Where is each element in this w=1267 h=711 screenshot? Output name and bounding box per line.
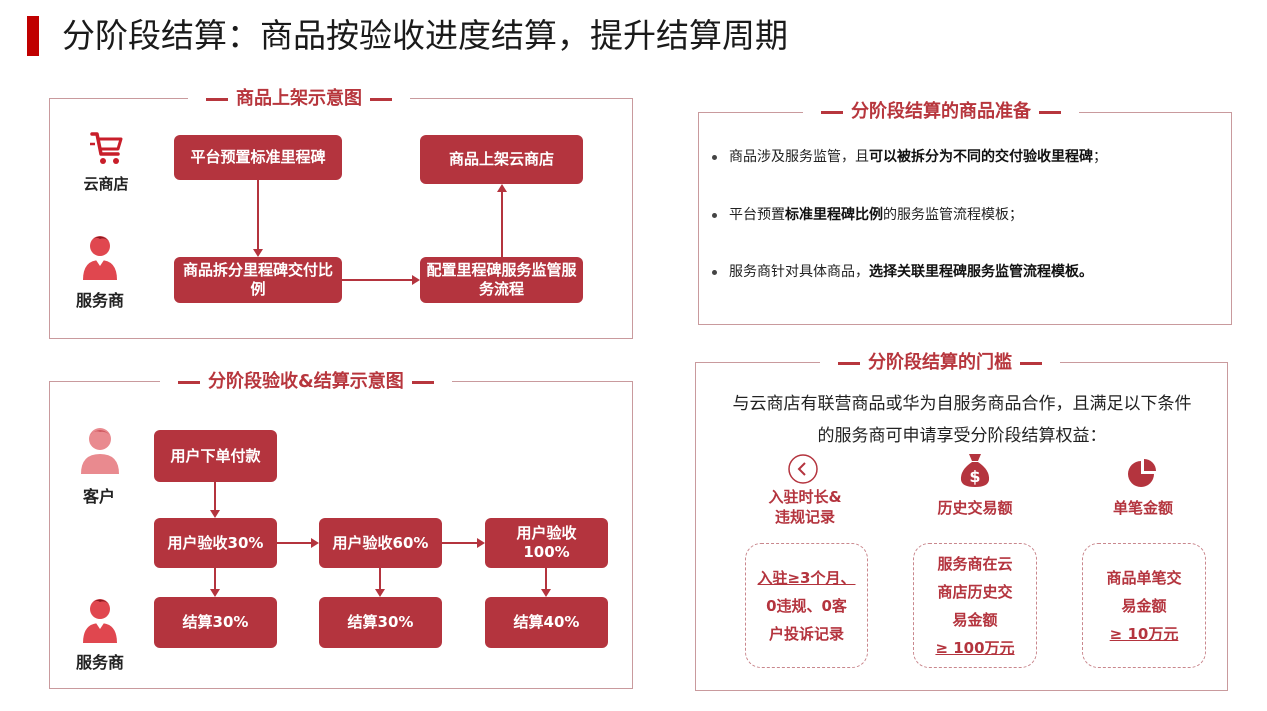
arrow-head [210,589,220,597]
arrow-head [541,589,551,597]
chevron-left-circle-icon [787,453,819,485]
list-product-box: 商品上架云商店 [420,135,583,184]
arrow-line [501,192,503,257]
threshold-panel-title: 分阶段结算的门槛 [820,352,1060,374]
config-milestone-box: 配置里程碑服务监管服务流程 [420,257,583,303]
actor-label-customer: 客户 [82,487,115,506]
pie-chart-icon [1127,458,1157,488]
arrow-head [253,249,263,257]
preset-milestone-box: 平台预置标准里程碑 [174,135,342,180]
arrow-line [277,542,311,544]
bullet-item: 服务商针对具体商品，选择关联里程碑服务监管流程模板。 [712,262,1093,282]
criterion-card-single: 商品单笔交 易金额 ≥ 10万元 [1082,543,1206,668]
listing-panel-title: 商品上架示意图 [188,88,410,110]
arrow-line [214,482,216,510]
arrow-head [210,510,220,518]
accept-60-box: 用户验收60% [319,518,442,568]
split-milestone-box: 商品拆分里程碑交付比例 [174,257,342,303]
preparation-panel-title: 分阶段结算的商品准备 [803,101,1079,123]
arrow-line [442,542,477,544]
arrow-line [545,568,547,589]
settlement-panel-title: 分阶段验收&结算示意图 [160,371,452,393]
customer-icon [78,424,122,476]
bullet-dot [712,154,717,160]
actor-label-provider-2: 服务商 [75,653,124,672]
arrow-head [412,275,420,285]
arrow-head [311,538,319,548]
title-accent-bar [27,16,39,56]
actor-label-provider: 服务商 [75,291,124,310]
accept-30-box: 用户验收30% [154,518,277,568]
money-bag-icon: $ [958,452,992,488]
arrow-line [214,568,216,589]
arrow-head [497,184,507,192]
arrow-line [379,568,381,589]
service-provider-icon [80,232,120,282]
shopping-cart-icon [86,128,126,168]
criterion-label-single: 单笔金额 [1112,499,1173,517]
arrow-head [477,538,485,548]
arrow-head [375,589,385,597]
page-title: 分阶段结算：商品按验收进度结算，提升结算周期 [62,16,788,55]
threshold-intro-line1: 与云商店有联营商品或华为自服务商品合作，且满足以下条件 [732,394,1192,414]
criterion-label-history: 历史交易额 [937,499,1013,517]
criterion-label-tenure: 入驻时长& [768,488,842,506]
svg-text:$: $ [969,467,980,486]
settle-40-box: 结算40% [485,597,608,648]
service-provider-icon [80,595,120,645]
bullet-item: 商品涉及服务监管，且可以被拆分为不同的交付验收里程碑； [712,147,1107,167]
actor-label-store: 云商店 [83,175,129,193]
criterion-card-history: 服务商在云 商店历史交 易金额 ≥ 100万元 [913,543,1037,668]
threshold-intro-line2: 的服务商可申请享受分阶段结算权益： [817,426,1107,446]
arrow-line [257,180,259,249]
accept-100-box: 用户验收100% [485,518,608,568]
criterion-card-tenure: 入驻≥3个月、 0违规、0客 户投诉记录 [745,543,868,668]
criterion-label-tenure-2: 违规记录 [774,508,835,526]
bullet-dot [712,269,717,275]
bullet-dot [712,212,717,218]
order-payment-box: 用户下单付款 [154,430,277,482]
bullet-item: 平台预置标准里程碑比例的服务监管流程模板； [712,205,1023,225]
settle-30-box-2: 结算30% [319,597,442,648]
settle-30-box: 结算30% [154,597,277,648]
arrow-line [342,279,412,281]
